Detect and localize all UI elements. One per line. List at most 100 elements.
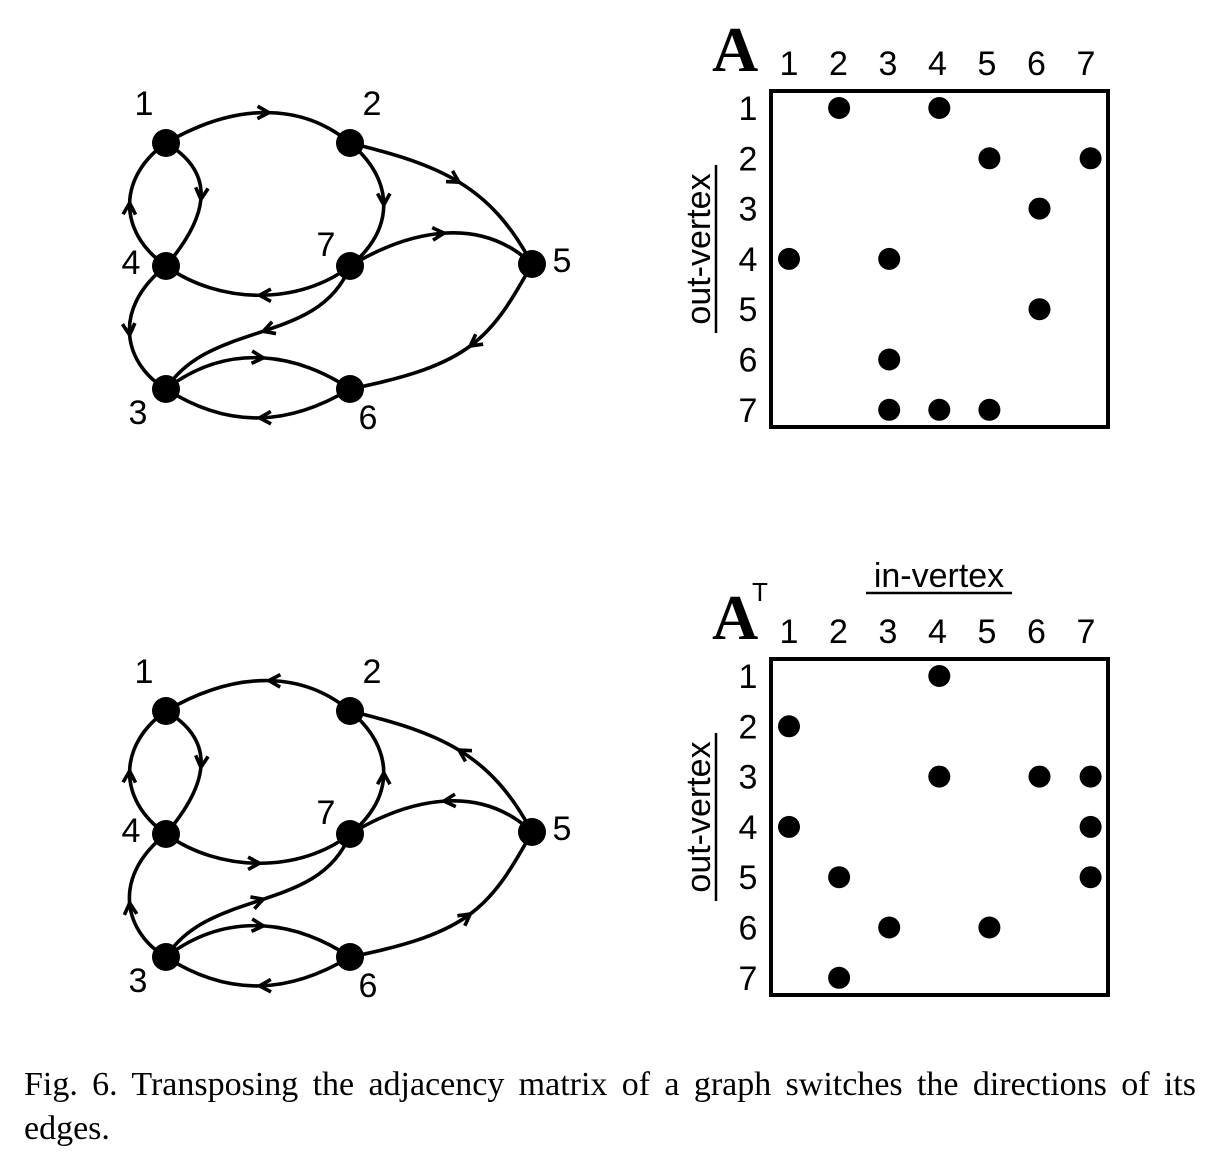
top-matrix-entry-r1-c2 [828,97,851,119]
bottom-graph-edge-7-to-2 [348,709,386,836]
top-graph-arrowhead-5-to-6 [467,333,484,349]
bottom-matrix-row-label-2: 2 [739,708,758,746]
bottom-graph-node-label-4: 4 [122,812,141,850]
bottom-matrix-col-label-1: 1 [780,613,799,651]
top-graph-edge-7-to-4 [164,264,352,297]
top-graph-arrowhead-1-to-2 [256,104,273,121]
top-graph-node-label-5: 5 [553,242,572,280]
bottom-graph-arrowhead-1-to-4 [194,754,210,771]
top-matrix-entry-r4-c3 [878,247,901,270]
top-matrix-row-label-5: 5 [739,291,758,329]
top-graph-arrowhead-7-to-4 [255,287,272,304]
bottom-graph-edge-1-to-4 [164,709,203,836]
top-graph-arrowhead-6-to-3 [255,409,272,426]
bottom-matrix-entry-r2-c1 [778,715,800,738]
top-graph-node-label-4: 4 [122,244,141,282]
top-matrix-row-label-2: 2 [739,140,758,178]
bottom-graph-arrowhead-5-to-2 [455,748,473,763]
top-matrix-entry-r6-c3 [878,348,901,371]
bottom-matrix-entry-r6-c3 [878,916,901,939]
bottom-graph-arrowhead-4-to-1 [121,767,138,784]
top-matrix-entry-r2-c5 [978,147,1001,170]
top-graph-arrowhead-7-to-5 [431,226,448,242]
bottom-matrix-title-superscript: T [752,577,768,607]
top-matrix-row-label-6: 6 [739,342,758,380]
top-matrix-entry-r7-c5 [978,398,1001,421]
top-graph-node-7 [336,252,364,280]
bottom-graph-edge-6-to-5 [349,831,534,959]
bottom-matrix-col-label-5: 5 [978,613,997,651]
top-graph-node-label-1: 1 [135,85,154,123]
top-matrix-entry-r2-c7 [1079,147,1102,170]
top-graph-edge-6-to-3 [165,387,351,420]
top-matrix-row-label-4: 4 [739,241,758,279]
top-graph-arrowhead-7-to-3 [259,320,277,336]
bottom-matrix-frame [769,657,1110,997]
bottom-matrix-entry-r3-c4 [928,765,951,788]
bottom-graph-edge-3-to-4 [127,832,168,959]
top-graph-edge-2-to-7 [348,141,386,268]
top-matrix-row-axis-text: out-vertex [680,173,718,324]
bottom-matrix-entry-r5-c7 [1079,866,1102,889]
bottom-graph-arrowhead-3-to-6 [250,917,267,934]
top-matrix-row-label-1: 1 [739,90,758,128]
bottom-matrix-col-axis-label: in-vertex [874,557,1004,595]
top-matrix-row-axis-label: out-vertex [680,165,718,333]
bottom-matrix-row-label-1: 1 [739,658,758,696]
top-matrix-entry-r3-c6 [1028,197,1051,220]
bottom-matrix-col-label-7: 7 [1077,613,1096,651]
bottom-graph-node-label-5: 5 [553,810,572,848]
top-graph-edge-7-to-5 [349,231,534,268]
bottom-graph-node-6 [336,943,364,971]
top-matrix-frame [769,89,1110,429]
top-graph-node-label-7: 7 [317,226,336,264]
bottom-graph-node-5 [518,818,546,846]
bottom-graph-node-1 [152,697,180,725]
bottom-graph-node-label-7: 7 [317,794,336,832]
figure-caption: Fig. 6. Transposing the adjacency matrix… [24,1066,1196,1147]
bottom-graph-arrowhead-3-to-7 [250,895,267,911]
top-matrix-entry-r7-c4 [928,398,951,421]
bottom-matrix-entry-r3-c7 [1079,765,1102,788]
top-matrix-col-label-3: 3 [879,45,898,83]
bottom-matrix-row-label-3: 3 [739,759,758,797]
bottom-graph-arrowhead-5-to-7 [440,792,457,809]
bottom-graph-node-label-2: 2 [363,653,382,691]
bottom-graph-node-label-1: 1 [135,653,154,691]
top-matrix-col-label-2: 2 [829,45,848,83]
top-matrix-col-label-4: 4 [928,45,947,83]
top-graph-node-2 [336,129,364,157]
bottom-graph-arrowhead-7-to-2 [375,769,392,786]
top-graph-arrowhead-2-to-7 [375,192,392,209]
bottom-graph-node-label-3: 3 [129,962,148,1000]
bottom-graph-edge-4-to-7 [164,832,352,865]
top-graph-arrowhead-3-to-6 [250,349,267,366]
bottom-matrix-row-label-7: 7 [739,960,758,998]
bottom-matrix-row-label-5: 5 [739,859,758,897]
top-graph-node-1 [152,129,180,157]
top-graph-arrowhead-1-to-4 [194,186,210,203]
top-matrix-col-label-6: 6 [1027,45,1046,83]
bottom-matrix-row-label-6: 6 [739,910,758,948]
bottom-matrix-col-label-2: 2 [829,613,848,651]
bottom-matrix-entry-r3-c6 [1028,765,1051,788]
top-matrix-title: A [712,14,758,85]
bottom-graph-arrowhead-6-to-5 [457,911,474,927]
top-matrix-col-label-7: 7 [1077,45,1096,83]
bottom-matrix-entry-r5-c2 [828,866,851,889]
bottom-matrix-row-axis-text: out-vertex [680,741,718,892]
top-matrix-col-label-5: 5 [978,45,997,83]
bottom-graph-edge-6-to-3 [165,955,351,988]
top-matrix-entry-r5-c6 [1028,298,1051,321]
bottom-graph-arrowhead-3-to-4 [122,899,139,916]
bottom-matrix-entry-r6-c5 [978,916,1001,939]
top-graph-node-4 [152,252,180,280]
top-graph-node-label-6: 6 [359,399,378,437]
bottom-matrix-title: A [712,582,758,653]
top-graph-arrowhead-4-to-1 [121,199,138,216]
bottom-graph-node-4 [152,820,180,848]
bottom-graph-edge-5-to-7 [349,799,534,836]
bottom-graph-arrowhead-4-to-7 [247,855,264,872]
